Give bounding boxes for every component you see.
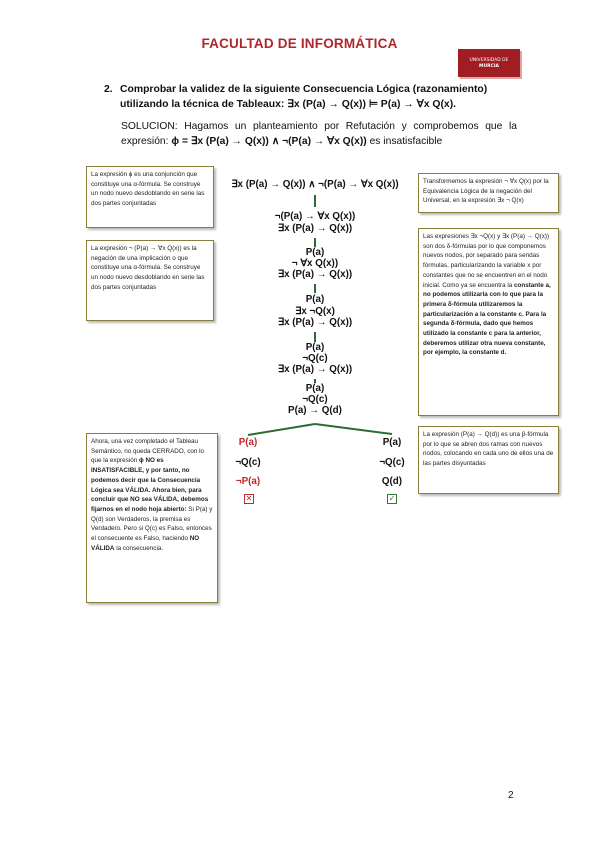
left-branch-line-3: ¬P(a) — [235, 476, 261, 487]
note-5-part-a: Ahora, una vez completado el Tableau Sem… — [91, 438, 205, 465]
tree-edge — [314, 284, 316, 293]
tree-edge — [314, 195, 316, 207]
tree-node-6-line-1: P(a) — [305, 383, 325, 394]
tree-node-4-line-3: ∃x (P(a) → Q(x)) — [277, 317, 353, 328]
tree-edge — [314, 332, 316, 342]
logo-line-1: UNIVERSIDAD DE — [469, 58, 509, 63]
exercise-text: Comprobar la validez de la siguiente Con… — [120, 84, 488, 110]
left-branch-line-1: P(a) — [238, 437, 258, 448]
note-negated-implication: La expresión ¬ (P(a) → ∀x Q(x)) es la ne… — [86, 240, 214, 321]
header-title: FACULTAD DE INFORMÁTICA — [201, 36, 398, 51]
right-branch-line-3: Q(d) — [381, 476, 403, 487]
note-universal-negation: Transformemos la expresión ¬ ∀x Q(x) por… — [418, 173, 559, 213]
tree-edge — [314, 238, 316, 247]
note-delta-formulas: Las expresiones ∃x ¬Q(x) y ∃x (P(a) → Q(… — [418, 228, 559, 416]
tree-node-3-line-2: ¬ ∀x Q(x)) — [291, 258, 339, 269]
note-5-part-e: la consecuencia. — [114, 544, 164, 552]
exercise-number: 2. — [104, 84, 113, 95]
left-branch-line-2: ¬Q(c) — [235, 457, 261, 468]
note-4-part-a: Las expresiones ∃x ¬Q(x) y ∃x (P(a) → Q(… — [423, 233, 550, 289]
solution-paragraph: SOLUCION: Hagamos un planteamiento por R… — [121, 119, 517, 149]
note-alpha-conjunction: La expresión ϕ es una conjunción que con… — [86, 166, 214, 228]
tree-node-4-line-2: ∃x ¬Q(x) — [295, 306, 335, 317]
right-branch-line-2: ¬Q(c) — [379, 457, 405, 468]
note-5-part-d: NO VÁLIDA — [91, 535, 200, 552]
solution-ending: es insatisfacible — [369, 136, 443, 147]
tree-node-3-line-3: ∃x (P(a) → Q(x)) — [277, 269, 353, 280]
tree-node-4-line-1: P(a) — [305, 294, 325, 305]
tree-node-2-line-1: ¬(P(a) → ∀x Q(x)) — [274, 211, 356, 222]
tree-node-6-line-2: ¬Q(c) — [302, 394, 328, 405]
tree-edge — [314, 379, 316, 383]
university-logo: UNIVERSIDAD DE MURCIA — [458, 49, 520, 77]
exercise-statement: 2. Comprobar la validez de la siguiente … — [104, 82, 524, 112]
tree-node-5-line-3: ∃x (P(a) → Q(x)) — [277, 364, 353, 375]
note-beta-formula: La expresión (P(a) → Q(d)) es una β-fórm… — [418, 426, 559, 494]
closed-branch-icon: ✕ — [244, 494, 254, 504]
right-branch-line-1: P(a) — [382, 437, 402, 448]
tree-node-6-line-3: P(a) → Q(d) — [288, 405, 342, 416]
note-4-part-b: constante a, no podemos utilizarla con l… — [423, 281, 551, 357]
note-5-part-c: Si P(a) y Q(d) son Verdaderos, la premis… — [91, 505, 213, 543]
tree-node-5-line-1: P(a) — [305, 342, 325, 353]
tree-node-3-line-1: P(a) — [305, 247, 325, 258]
solution-intro: SOLUCION: Hagamos un planteamiento por R… — [121, 121, 517, 147]
logo-line-2: MURCIA — [478, 64, 500, 69]
tree-root: ∃x (P(a) → Q(x)) ∧ ¬(P(a) → ∀x Q(x)) — [231, 179, 399, 190]
tree-node-2-line-2: ∃x (P(a) → Q(x)) — [277, 223, 353, 234]
tree-node-5-line-2: ¬Q(c) — [302, 353, 328, 364]
open-branch-check-icon: ✓ — [387, 494, 397, 504]
note-5-part-b: ϕ NO es INSATISFACIBLE, y por tanto, no … — [91, 457, 209, 513]
solution-formula: ϕ = ∃x (P(a) → Q(x)) ∧ ¬(P(a) → ∀x Q(x)) — [171, 136, 367, 147]
page-number: 2 — [508, 790, 514, 801]
note-conclusion: Ahora, una vez completado el Tableau Sem… — [86, 433, 218, 603]
